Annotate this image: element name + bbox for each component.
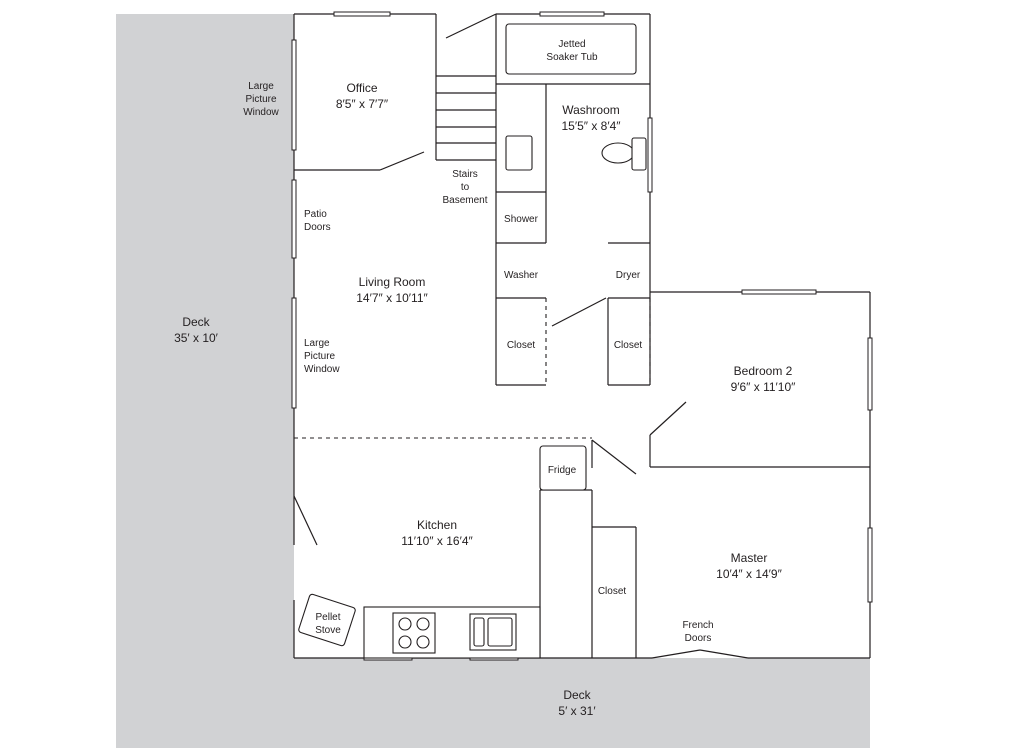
large-window-inside-line3: Window — [304, 364, 340, 375]
toilet — [601, 137, 647, 171]
french-doors-line2: Doors — [685, 633, 712, 644]
stairs-line3: Basement — [442, 195, 487, 206]
pellet-stove-line1: Pellet — [315, 612, 340, 623]
patio-doors-line2: Doors — [304, 222, 331, 233]
large-window-inside-line1: Large — [304, 338, 330, 349]
pellet-stove-line2: Stove — [315, 625, 341, 636]
stairs-line2: to — [461, 182, 470, 193]
office-size: 8′5″ x 7′7″ — [336, 97, 389, 111]
pellet-stove — [298, 593, 356, 647]
bathroom-sink — [505, 135, 533, 171]
kitchen-label: Kitchen — [417, 518, 457, 532]
deck-south-label: Deck — [563, 688, 591, 702]
stairs-line1: Stairs — [452, 169, 478, 180]
closet-master-label: Closet — [598, 586, 627, 597]
jetted-tub-line2: Soaker Tub — [546, 52, 598, 63]
closet-right-label: Closet — [614, 340, 643, 351]
office-label: Office — [346, 81, 377, 95]
deck-west-label: Deck — [182, 315, 210, 329]
large-window-outside-line2: Picture — [245, 94, 277, 105]
patio-doors-line1: Patio — [304, 209, 327, 220]
dashed-boundaries — [294, 298, 651, 439]
jetted-tub-line1: Jetted — [558, 39, 585, 50]
fridge-label: Fridge — [548, 465, 577, 476]
fridge — [539, 445, 587, 491]
washroom-size: 15′5″ x 8′4″ — [561, 119, 621, 133]
large-window-outside-line3: Window — [243, 107, 279, 118]
large-window-outside-line1: Large — [248, 81, 274, 92]
french-doors-line1: French — [682, 620, 713, 631]
washer-label: Washer — [504, 270, 539, 281]
large-window-inside-line2: Picture — [304, 351, 336, 362]
deck-south-size: 5′ x 31′ — [558, 704, 596, 718]
master-label: Master — [731, 551, 768, 565]
stove-burners — [392, 612, 436, 654]
dryer-label: Dryer — [616, 270, 641, 281]
bedroom2-label: Bedroom 2 — [734, 364, 793, 378]
jetted-tub — [505, 23, 637, 75]
living-room-label: Living Room — [359, 275, 426, 289]
shower-label: Shower — [504, 214, 539, 225]
bedroom2-size: 9′6″ x 11′10″ — [731, 380, 797, 394]
closet-left-label: Closet — [507, 340, 536, 351]
interior-walls — [293, 13, 870, 659]
deck-west-size: 35′ x 10′ — [174, 331, 219, 345]
washroom-label: Washroom — [562, 103, 620, 117]
stairs — [436, 75, 496, 161]
living-room-size: 14′7″ x 10′11″ — [356, 291, 428, 305]
kitchen-size: 11′10″ x 16′4″ — [401, 534, 473, 548]
deck-area — [116, 14, 870, 748]
kitchen-sink — [469, 613, 517, 651]
master-size: 10′4″ x 14′9″ — [716, 567, 782, 581]
